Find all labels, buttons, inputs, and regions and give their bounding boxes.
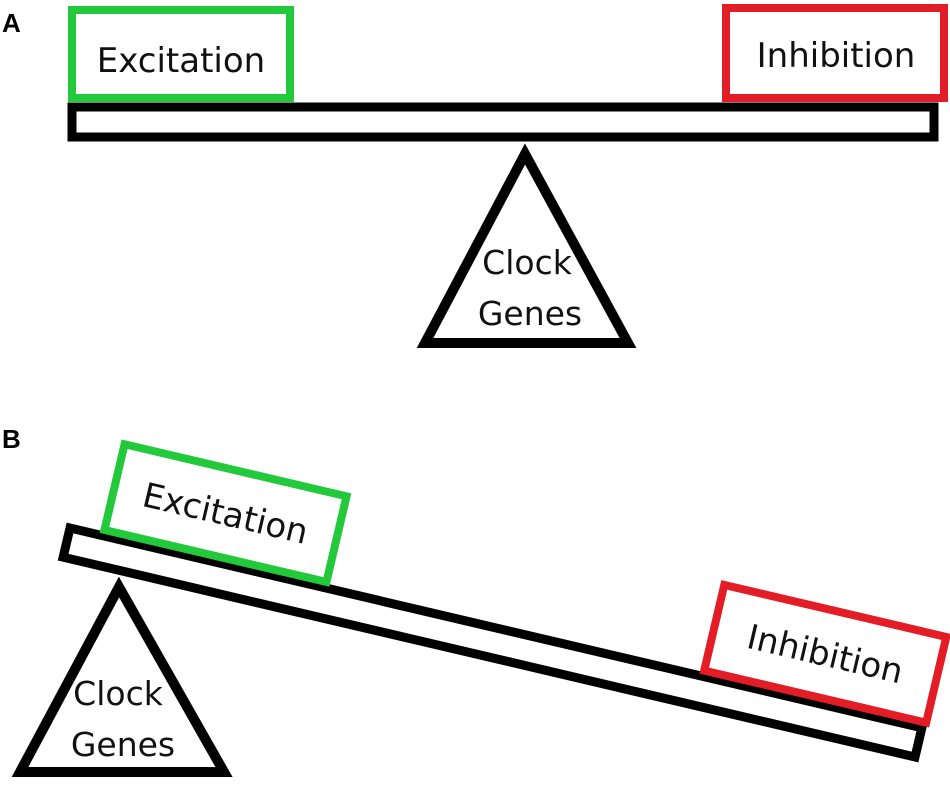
panel-b-letter: B (2, 424, 21, 454)
panel-a-fulcrum (416, 143, 637, 348)
panel-b-inhibition-box (699, 580, 950, 728)
panel-a: A Excitation Inhibition Clock Genes (2, 4, 948, 348)
panel-a-excitation-box (68, 6, 294, 102)
panel-a-letter: A (2, 8, 21, 38)
panel-b-fulcrum (11, 576, 233, 777)
panel-a-beam (67, 102, 939, 142)
panel-b-excitation-box (99, 439, 352, 587)
panel-a-inhibition-box (722, 4, 948, 102)
panel-a-fulcrum-label-2: Genes (478, 294, 582, 333)
panel-a-inhibition-label: Inhibition (757, 36, 916, 76)
panel-a-fulcrum-label-1: Clock (482, 243, 573, 282)
panel-b-beam (57, 522, 928, 763)
panel-a-excitation-label: Excitation (97, 41, 265, 81)
panel-b: B Excitation Inhibition Clock Genes (2, 424, 950, 777)
panel-b-fulcrum-label-2: Genes (71, 725, 175, 764)
panel-b-fulcrum-label-1: Clock (73, 674, 164, 713)
